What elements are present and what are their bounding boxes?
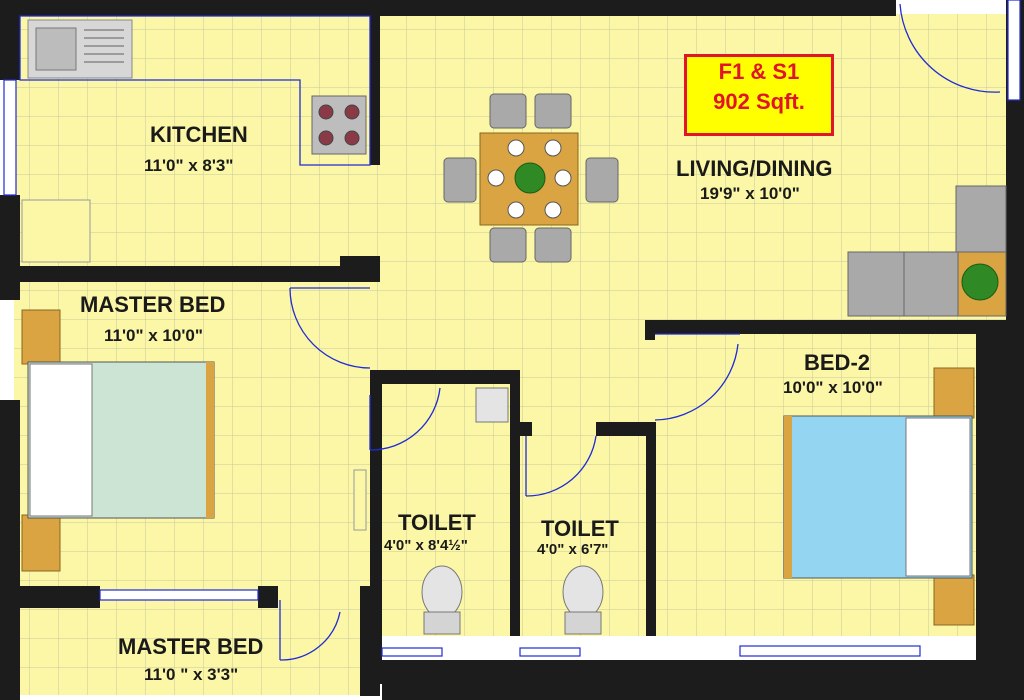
toilet1-name: TOILET (398, 510, 476, 535)
unit-label: F1 & S1 (718, 59, 800, 84)
toilet2-dims: 4'0" x 6'7" (537, 541, 609, 558)
toilet-fixtures (421, 387, 604, 635)
master-bed-furniture (21, 309, 367, 572)
master-bed-name: MASTER BED (80, 292, 226, 317)
master-bed-balcony-dims: 11'0 " x 3'3" (144, 665, 239, 684)
plant-icon (514, 162, 546, 194)
bed2-furniture (783, 367, 975, 626)
toilet1-dims: 4'0" x 8'4½" (384, 537, 468, 554)
master-bed-dims: 11'0" x 10'0" (104, 326, 203, 345)
doors (279, 3, 1001, 661)
dining-set (443, 93, 619, 263)
windows (3, 0, 1021, 657)
plant-icon (961, 263, 999, 301)
sofa-set (847, 185, 1007, 317)
master-bed-balcony-name: MASTER BED (118, 634, 264, 659)
bed2-dims: 10'0" x 10'0" (783, 378, 883, 397)
living-dining-name: LIVING/DINING (676, 156, 833, 181)
living-dining-dims: 19'9" x 10'0" (700, 184, 800, 203)
kitchen-dims: 11'0" x 8'3" (144, 156, 234, 175)
stove-icon (311, 95, 367, 155)
area-label: 902 Sqft. (713, 89, 805, 114)
bed2-name: BED-2 (804, 350, 871, 375)
toilet2-name: TOILET (541, 516, 619, 541)
fridge-icon (21, 199, 91, 263)
kitchen-counter (19, 15, 371, 263)
unit-area-badge: F1 & S1 902 Sqft. (684, 54, 834, 136)
kitchen-name: KITCHEN (150, 122, 248, 147)
